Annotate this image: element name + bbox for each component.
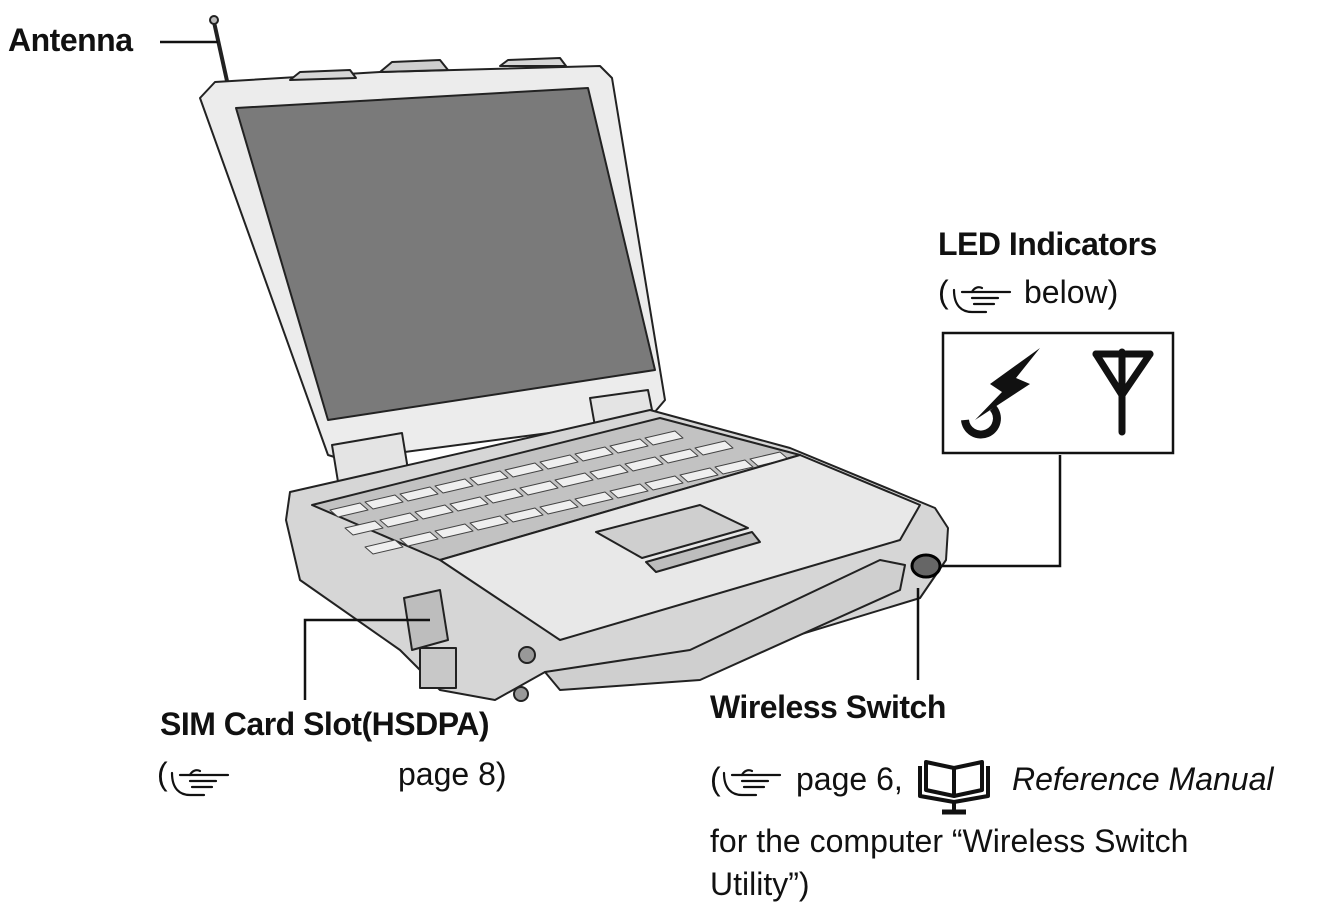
led-indicator-box [943,333,1173,453]
ws-ref-line2: for the computer “Wireless Switch [710,823,1188,860]
antenna-tip [210,16,218,24]
led-indicators-label: LED Indicators [938,226,1157,263]
lid-top-bump-left [290,70,356,80]
ws-ref-open: ( [710,761,721,798]
lid-top-bump-right [500,58,566,66]
pointing-hand-icon [172,770,228,795]
wireless-switch-label: Wireless Switch [710,689,946,726]
antenna-rod [214,22,229,90]
corner-screw-left [519,647,535,663]
wireless-switch-knob [912,555,940,577]
sim-ref-text: page 8) [398,756,507,793]
corner-screw-bottom [514,687,528,701]
laptop-illustration [200,16,948,701]
led-ref-open: ( [938,274,949,311]
antenna-label: Antenna [8,22,133,59]
lid-top-latch [380,60,448,72]
ws-ref-line3: Utility”) [710,866,810,903]
pointing-hand-icon [954,287,1010,312]
sim-ref-open: ( [157,756,168,793]
led-leader [940,455,1060,566]
ws-ref-page: page 6, [796,761,903,798]
sim-card-slot-label: SIM Card Slot(HSDPA) [160,706,489,743]
port-detail [420,648,456,688]
book-on-screen-icon [920,762,988,812]
ws-ref-manual: Reference Manual [1012,761,1273,798]
led-ref-text: below) [1024,274,1118,311]
pointing-hand-icon [724,770,780,795]
